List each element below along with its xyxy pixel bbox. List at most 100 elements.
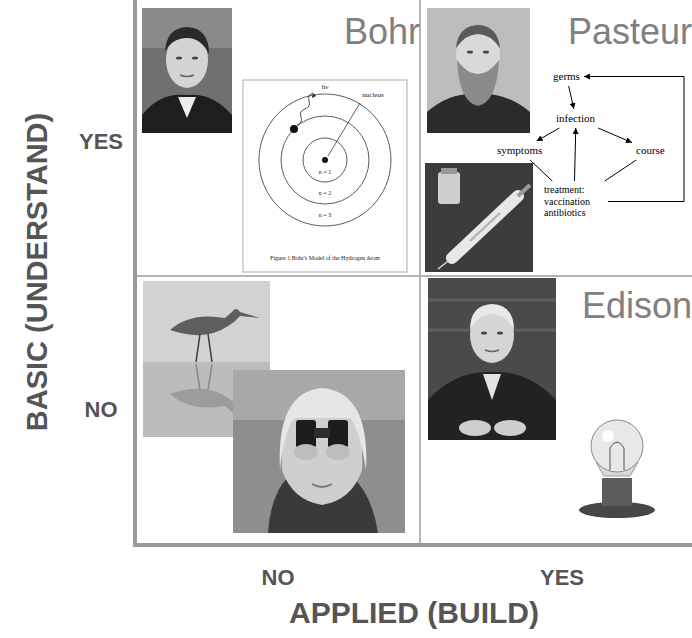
- girl-binoculars-photo-part: [328, 420, 348, 448]
- flow-step: treatment: vaccination antibiotics: [542, 183, 606, 220]
- bohr-atom-figure-part: [259, 94, 391, 226]
- bohr-atom-figure-part: [328, 103, 360, 156]
- syringe-photo-part: [438, 172, 460, 204]
- light-bulb-photo-part: [602, 430, 614, 442]
- bohr-atom-figure-part: [312, 93, 316, 98]
- bohr-atom-figure-part: [243, 80, 407, 272]
- axis-lines-part: [133, 543, 692, 547]
- edison-portrait-part: [483, 374, 501, 400]
- bohr-portrait-part: [142, 95, 232, 133]
- edison-portrait-part: [485, 350, 499, 352]
- pasteur-portrait-part: [427, 8, 530, 133]
- photon-label: hν: [322, 84, 329, 92]
- pasteur-portrait-part: [457, 60, 499, 106]
- part-label: nucleus: [362, 92, 383, 100]
- syringe-photo-part: [425, 163, 533, 272]
- bohr-atom-figure-part: [303, 138, 347, 182]
- figure-caption: Figure 1 Bohr's Model of the Hydrogen At…: [270, 255, 380, 262]
- step-label: germs: [553, 70, 580, 83]
- step-label: course: [636, 144, 665, 157]
- girl-binoculars-photo-part: [314, 428, 330, 438]
- bohr-atom-figure-part: [322, 157, 328, 163]
- edison-portrait-part: [470, 304, 514, 330]
- step-label: treatment: vaccination antibiotics: [544, 184, 604, 219]
- step-label: symptoms: [497, 144, 543, 157]
- girl-binoculars-photo-part: [294, 444, 318, 460]
- step-label: infection: [556, 112, 596, 125]
- girl-binoculars-photo-part: [296, 420, 316, 448]
- flow-step: germs: [551, 69, 582, 84]
- axis-value: YES: [540, 566, 584, 590]
- edison-portrait-part: [428, 372, 556, 440]
- flow-arrow: [530, 160, 552, 181]
- bohr-portrait: [142, 8, 232, 133]
- grid-lines: [135, 0, 692, 545]
- quadrant-cell: Bohr: [135, 0, 420, 276]
- bohr-portrait-part: [192, 57, 198, 60]
- light-bulb-photo-part: [610, 442, 624, 470]
- bohr-atom-figure-part: [297, 93, 313, 125]
- girl-binoculars-photo: [233, 370, 405, 533]
- orbit-label: n = 1: [319, 169, 331, 176]
- bohr-atom-figure: [243, 80, 407, 272]
- axis-lines: [133, 0, 692, 547]
- flow-arrow: [605, 160, 637, 181]
- pasteur-portrait: [427, 8, 530, 133]
- edison-portrait-part: [428, 278, 556, 440]
- axis-value: NO: [85, 398, 118, 422]
- bohr-portrait-part: [142, 8, 232, 133]
- quadrant-cell: Pasteur germs infection symptoms course treat…: [420, 0, 692, 276]
- bohr-portrait-part: [180, 75, 194, 77]
- edison-portrait-part: [497, 332, 503, 335]
- bohr-portrait-part: [165, 27, 209, 54]
- syringe-photo-part: [518, 185, 530, 196]
- syringe-photo: [425, 163, 533, 272]
- flow-step: symptoms: [495, 143, 545, 158]
- girl-binoculars-photo-part: [312, 484, 332, 487]
- axis-value: YES: [79, 130, 123, 154]
- flow-arrow: [574, 128, 575, 181]
- orbit-label: n = 2: [319, 190, 331, 197]
- bohr-portrait-part: [178, 97, 196, 118]
- flow-arrow: [569, 86, 574, 109]
- quadrant-title: Pasteur: [420, 12, 692, 52]
- flow-step: course: [634, 143, 667, 158]
- girl-binoculars-photo-part: [233, 370, 405, 533]
- syringe-photo-part: [441, 168, 457, 174]
- bird-photo-part: [196, 334, 200, 362]
- girl-binoculars-photo-part: [326, 444, 350, 460]
- axis-lines-part: [133, 0, 137, 547]
- flow-arrow: [598, 128, 632, 143]
- edison-portrait-part: [494, 420, 526, 436]
- syringe-photo-part: [452, 196, 518, 258]
- light-bulb-photo-part: [591, 420, 643, 472]
- pasteur-portrait-part: [483, 51, 489, 54]
- quadrant-cell: Edison: [420, 276, 692, 545]
- flow-step: infection: [554, 111, 598, 126]
- light-bulb-photo: [579, 420, 655, 518]
- pasteur-portrait-part: [456, 25, 500, 48]
- girl-binoculars-photo-part: [280, 388, 367, 470]
- grid-lines-part: [135, 275, 692, 277]
- edison-portrait: [428, 278, 556, 440]
- axis-value: NO: [262, 566, 295, 590]
- bohr-portrait-part: [176, 57, 182, 60]
- bird-photo-part: [170, 309, 260, 335]
- axis-title: APPLIED (BUILD): [289, 596, 539, 629]
- axis-title: BASIC (UNDERSTAND): [22, 113, 54, 431]
- syringe-photo-part: [470, 213, 500, 241]
- bohr-atom-figure-part: [281, 116, 369, 204]
- bird-photo-part: [208, 364, 212, 390]
- edison-portrait-part: [481, 332, 487, 335]
- bird-photo-part: [196, 364, 200, 390]
- quadrant-title: Edison: [420, 286, 692, 326]
- light-bulb-photo-part: [602, 478, 632, 506]
- bird-photo-part: [208, 334, 212, 362]
- flow-arrow: [537, 128, 560, 141]
- orbit-label: n = 3: [319, 212, 331, 219]
- syringe-photo-part: [438, 258, 452, 269]
- edison-portrait-part: [428, 299, 556, 302]
- quadrant-title: Bohr: [135, 12, 426, 52]
- edison-portrait-part: [459, 420, 491, 436]
